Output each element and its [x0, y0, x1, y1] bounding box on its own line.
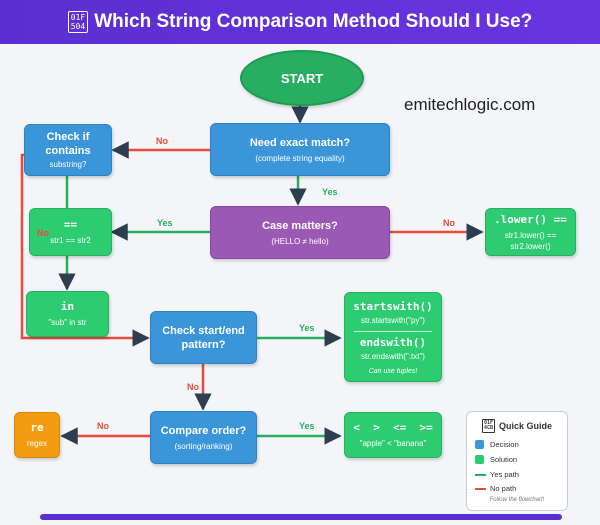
bottom-accent-bar [40, 514, 562, 520]
solution-regex: re regex [14, 412, 60, 458]
brand-url: emitechlogic.com [404, 95, 536, 114]
solution-comparison-operators: < > <= >= "apple" < "banana" [344, 412, 442, 458]
legend-item-solution: Solution [475, 455, 517, 464]
solution-in-operator: in "sub" in str [26, 291, 109, 337]
legend-item-decision: Decision [475, 440, 519, 449]
no-line-icon [475, 487, 486, 490]
decision-swatch-icon [475, 440, 484, 449]
clipboard-icon: 01F 4CB [481, 419, 495, 433]
header-bar: 01F 504 Which String Comparison Method S… [0, 0, 600, 44]
label-compare-no: No [97, 421, 109, 431]
label-startend-no: No [187, 382, 199, 392]
decision-start-end-pattern: Check start/end pattern? [150, 311, 257, 364]
decision-compare-order: Compare order? (sorting/ranking) [150, 411, 257, 464]
legend-footer: Follow the flowchart! [489, 497, 545, 503]
label-exact-no: No [156, 136, 168, 146]
decision-case-matters: Case matters? (HELLO ≠ hello) [210, 206, 390, 259]
label-case-no: No [443, 218, 455, 228]
label-compare-yes: Yes [299, 421, 315, 431]
quick-guide-legend: 01F 4CB Quick Guide Decision Solution Ye… [466, 411, 568, 511]
decision-contains: Check if contains substring? [24, 124, 112, 176]
label-contains-no: No [37, 228, 49, 238]
solution-swatch-icon [475, 455, 484, 464]
decision-exact-match: Need exact match? (complete string equal… [210, 123, 390, 176]
legend-item-no-path: No path [475, 484, 516, 493]
solution-startswith-endswith: startswith() str.startswith("py") endswi… [344, 292, 442, 382]
legend-item-yes-path: Yes path [475, 470, 519, 479]
solution-divider [353, 330, 433, 332]
solution-lower: .lower() == str1.lower() == str2.lower() [485, 208, 576, 256]
label-startend-yes: Yes [299, 323, 315, 333]
label-case-yes: Yes [157, 218, 173, 228]
magnifier-code-icon: 01F 504 [67, 11, 89, 33]
label-exact-yes: Yes [322, 187, 338, 197]
legend-title: Quick Guide [499, 421, 553, 431]
page-title: Which String Comparison Method Should I … [94, 11, 533, 32]
start-node: START [240, 50, 364, 106]
solution-equals: == str1 == str2 [29, 208, 112, 256]
edge-contains-no [20, 153, 150, 347]
yes-line-icon [475, 473, 486, 476]
